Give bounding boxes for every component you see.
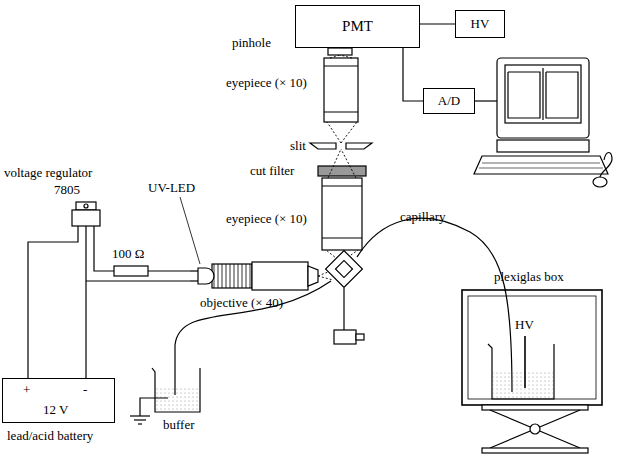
battery-box: +-12 Vlead/acid battery [2,378,115,423]
eyepiece-lower [322,178,362,250]
part-label: eyepiece (× 10) [226,212,307,227]
detector-box: PMT [295,5,420,48]
part-label: plexiglas box [494,270,564,285]
part-label: cut filter [250,164,294,179]
signal-wire [403,48,423,101]
signal-label: HV [515,318,534,333]
node-text: + [23,383,30,397]
lab-jack [482,405,588,453]
node-text: 12 V [43,403,68,417]
resistor-symbol [114,266,148,276]
holder-stand [334,330,356,344]
part-label: slit [290,139,306,154]
slit-right [346,143,372,149]
leader-line [180,197,200,264]
component-value: 100 Ω [112,247,144,262]
part-number: 7805 [54,183,80,198]
node-text: A/D [438,94,460,108]
node-text: PMT [342,18,373,35]
part-label: capillary [400,210,445,225]
converter-box: A/D [423,88,475,114]
capillary-tube [357,218,512,392]
objective-tube [252,262,308,290]
part-label: voltage regulator [4,166,92,181]
regulator-body [72,210,100,226]
pinhole-plate [328,48,352,55]
part-label: pinhole [232,36,271,51]
buffer-beaker [152,368,200,412]
capillary-tube [175,281,331,395]
cut-filter [318,166,366,176]
part-label: eyepiece (× 10) [226,76,307,91]
node-text: HV [471,17,490,31]
slit-left [310,143,336,149]
hv-electrode [524,336,526,388]
light-path [318,55,358,280]
eyepiece-upper [324,58,358,122]
plexiglas-box [462,290,602,405]
regulator-tab [76,202,96,210]
objective-knurl [212,264,252,288]
signal-wire [420,23,455,24]
node-text: - [83,383,87,397]
computer [474,58,612,187]
hv-beaker [488,344,554,399]
node-text: lead/acid battery [7,429,93,443]
circuit-wire [28,226,190,378]
uv-led [198,268,214,284]
part-label: buffer [163,418,195,433]
part-label: UV-LED [148,181,195,196]
part-label: objective (× 40) [200,296,283,311]
power-supply-box: HV [455,10,505,38]
ground-symbol [130,398,168,424]
